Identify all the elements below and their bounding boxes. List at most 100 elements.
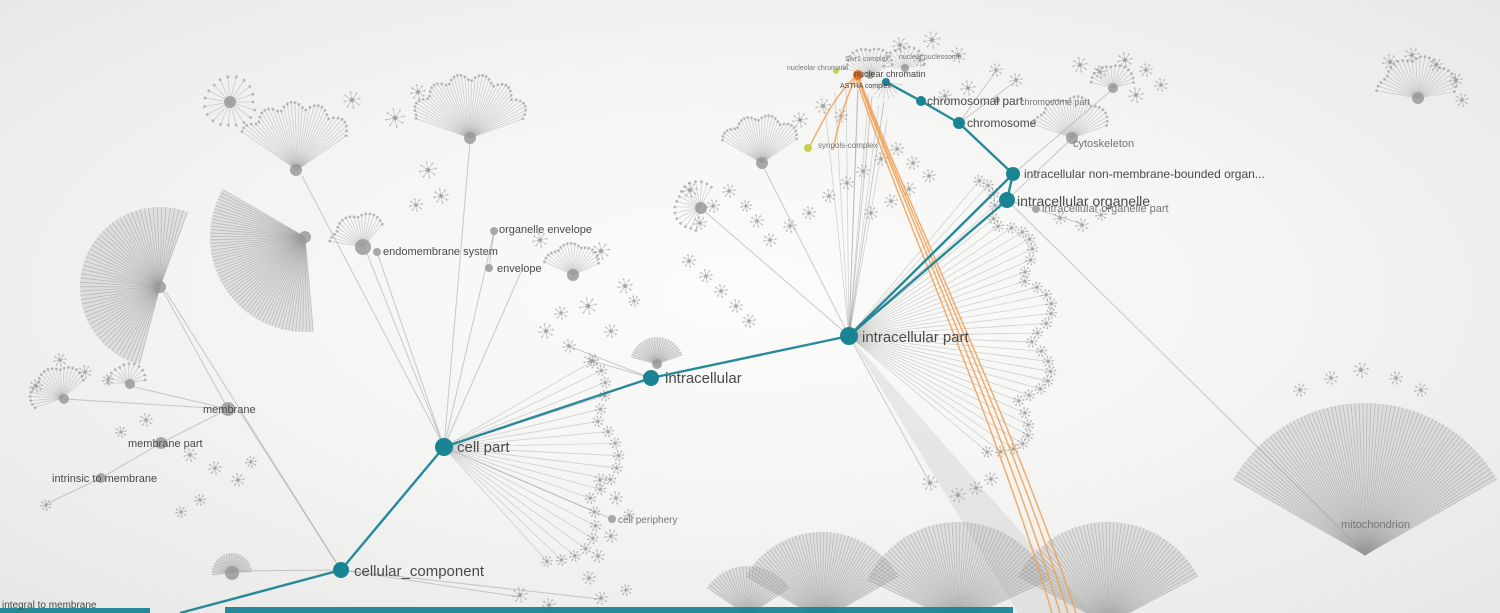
graph-node-gray[interactable] <box>299 231 311 243</box>
leaf-tip <box>965 80 968 83</box>
graph-node-gray[interactable] <box>695 202 707 214</box>
graph-node-gray[interactable] <box>221 402 235 416</box>
label-swr1-complex[interactable]: Swr1 complex <box>845 56 889 63</box>
label-intrinsic-to-membrane[interactable]: intrinsic to membrane <box>52 473 157 485</box>
graph-node-gray[interactable] <box>290 164 302 176</box>
graph-node-gray[interactable] <box>155 437 167 449</box>
leaf-tip <box>1064 220 1066 223</box>
fan-ray <box>93 286 161 333</box>
leaf-center <box>821 104 825 108</box>
graph-node-gray[interactable] <box>1032 205 1040 213</box>
fan-ray <box>460 75 471 139</box>
graph-node-gray[interactable] <box>490 227 498 235</box>
graph-node-gray[interactable] <box>154 281 166 293</box>
fan-ray <box>443 370 602 448</box>
label-cellular-component[interactable]: cellular_component <box>354 563 485 580</box>
label-envelope[interactable]: envelope <box>497 263 542 275</box>
leaf-tip <box>754 214 757 217</box>
graph-node-gray[interactable] <box>225 566 239 580</box>
leaf-tip <box>909 193 912 196</box>
label-intracellular[interactable]: intracellular <box>665 370 742 387</box>
label-nucleolar-chromatin[interactable]: nucleolar chromatin <box>787 65 848 72</box>
leaf-tip <box>115 432 117 434</box>
graph-node-gray[interactable] <box>96 473 106 483</box>
label-organelle-envelope[interactable]: organelle envelope <box>499 224 592 236</box>
graph-node-intracellular-non-membrane-bounded-organelle[interactable] <box>1006 167 1020 181</box>
graph-node-gray[interactable] <box>1066 132 1078 144</box>
graph-node-gray[interactable] <box>866 71 874 79</box>
leaf-tip <box>697 216 700 219</box>
leaf-tip <box>599 364 602 367</box>
label-chromosome-part[interactable]: chromosome part <box>1020 97 1091 107</box>
leaf-tip <box>1020 268 1022 270</box>
graph-node-chromatin-cluster[interactable] <box>882 78 890 86</box>
label-chromosome[interactable]: chromosome <box>967 116 1037 130</box>
graph-node-cell-part[interactable] <box>435 438 453 456</box>
label-intracellular-organelle[interactable]: intracellular organelle <box>1017 193 1150 209</box>
graph-node-gray[interactable] <box>901 64 909 72</box>
fan-tip-leaf <box>1005 222 1018 234</box>
graph-node-gray[interactable] <box>373 248 381 256</box>
label-intracellular-organelle-part[interactable]: intracellular organelle part <box>1042 203 1169 215</box>
graph-node-gray[interactable] <box>652 359 662 369</box>
graph-node-gray[interactable] <box>125 379 135 389</box>
graph-node-gray[interactable] <box>464 132 476 144</box>
graph-node-gray[interactable] <box>485 264 493 272</box>
graph-node-gray[interactable] <box>59 394 69 404</box>
label-membrane-part[interactable]: membrane part <box>128 438 203 450</box>
leaf-center <box>719 289 723 293</box>
graph-node-chromatin-highlight-node[interactable] <box>833 68 839 74</box>
label-membrane[interactable]: membrane <box>203 404 256 416</box>
label-integral-to-membrane[interactable]: integral to membrane <box>2 600 97 611</box>
graph-node-nucleosome-highlight-node[interactable] <box>853 70 863 80</box>
graph-node-gray[interactable] <box>608 515 616 523</box>
graph-node-synpols-complex-node[interactable] <box>804 144 812 152</box>
label-chromosomal-part[interactable]: chromosomal part <box>927 94 1024 108</box>
label-intracellular-non-membrane-bounded-organ[interactable]: intracellular non-membrane-bounded organ… <box>1024 167 1265 181</box>
label-cell-periphery[interactable]: cell periphery <box>618 515 677 526</box>
leaf-tip <box>602 431 605 434</box>
fan-ray <box>122 286 161 359</box>
fan-ray <box>808 532 822 613</box>
label-mitochondrion[interactable]: mitochondrion <box>1341 519 1410 531</box>
fan-tip <box>1383 77 1386 81</box>
fan-ray <box>1364 409 1412 556</box>
label-astra-complex[interactable]: ASTRA complex <box>840 83 891 90</box>
graph-node-cellular-component[interactable] <box>333 562 349 578</box>
leaf-tip <box>1031 283 1034 286</box>
leaf-tip <box>605 326 607 329</box>
graph-node-chromosomal-part[interactable] <box>916 96 926 106</box>
label-intracellular-part[interactable]: intracellular part <box>862 329 970 346</box>
leaf-center <box>439 194 443 198</box>
graph-node-intracellular[interactable] <box>643 370 659 386</box>
graph-node-gray[interactable] <box>1412 92 1424 104</box>
graph-node-gray[interactable] <box>567 269 579 281</box>
graph-node-gray[interactable] <box>994 97 1000 103</box>
label-nuclear-chromatin[interactable]: nuclear chromatin <box>854 69 926 79</box>
graph-node-gray[interactable] <box>224 96 236 108</box>
graph-node-gray[interactable] <box>1108 83 1118 93</box>
leaf-tip <box>1043 346 1046 349</box>
leaf-tip <box>1387 54 1390 57</box>
label-nuclear-nucleosome[interactable]: nuclear nucleosome <box>899 54 962 61</box>
leaf-tip <box>606 482 609 485</box>
label-cell-part[interactable]: cell part <box>457 439 510 456</box>
label-endomembrane-system[interactable]: endomembrane system <box>383 246 498 258</box>
label-cytoskeleton[interactable]: cytoskeleton <box>1073 138 1134 150</box>
graph-node-intracellular-part[interactable] <box>840 327 858 345</box>
leaf-tip <box>255 460 257 462</box>
label-synpols-complex[interactable]: synpols-complex <box>818 141 878 150</box>
leaf-tip <box>1028 345 1030 347</box>
graph-node-chromosome[interactable] <box>953 117 965 129</box>
leaf-tip <box>1060 222 1063 225</box>
graph-node-gray[interactable] <box>355 239 371 255</box>
leaf-tip <box>33 379 36 382</box>
leaf-tip <box>1304 387 1307 390</box>
leaf-tip <box>602 474 605 476</box>
fan-ray <box>1071 107 1100 139</box>
graph-node-gray[interactable] <box>756 157 768 169</box>
fan-tip <box>890 63 894 66</box>
leaf-tip <box>1423 384 1426 386</box>
graph-node-intracellular-organelle[interactable] <box>999 192 1015 208</box>
